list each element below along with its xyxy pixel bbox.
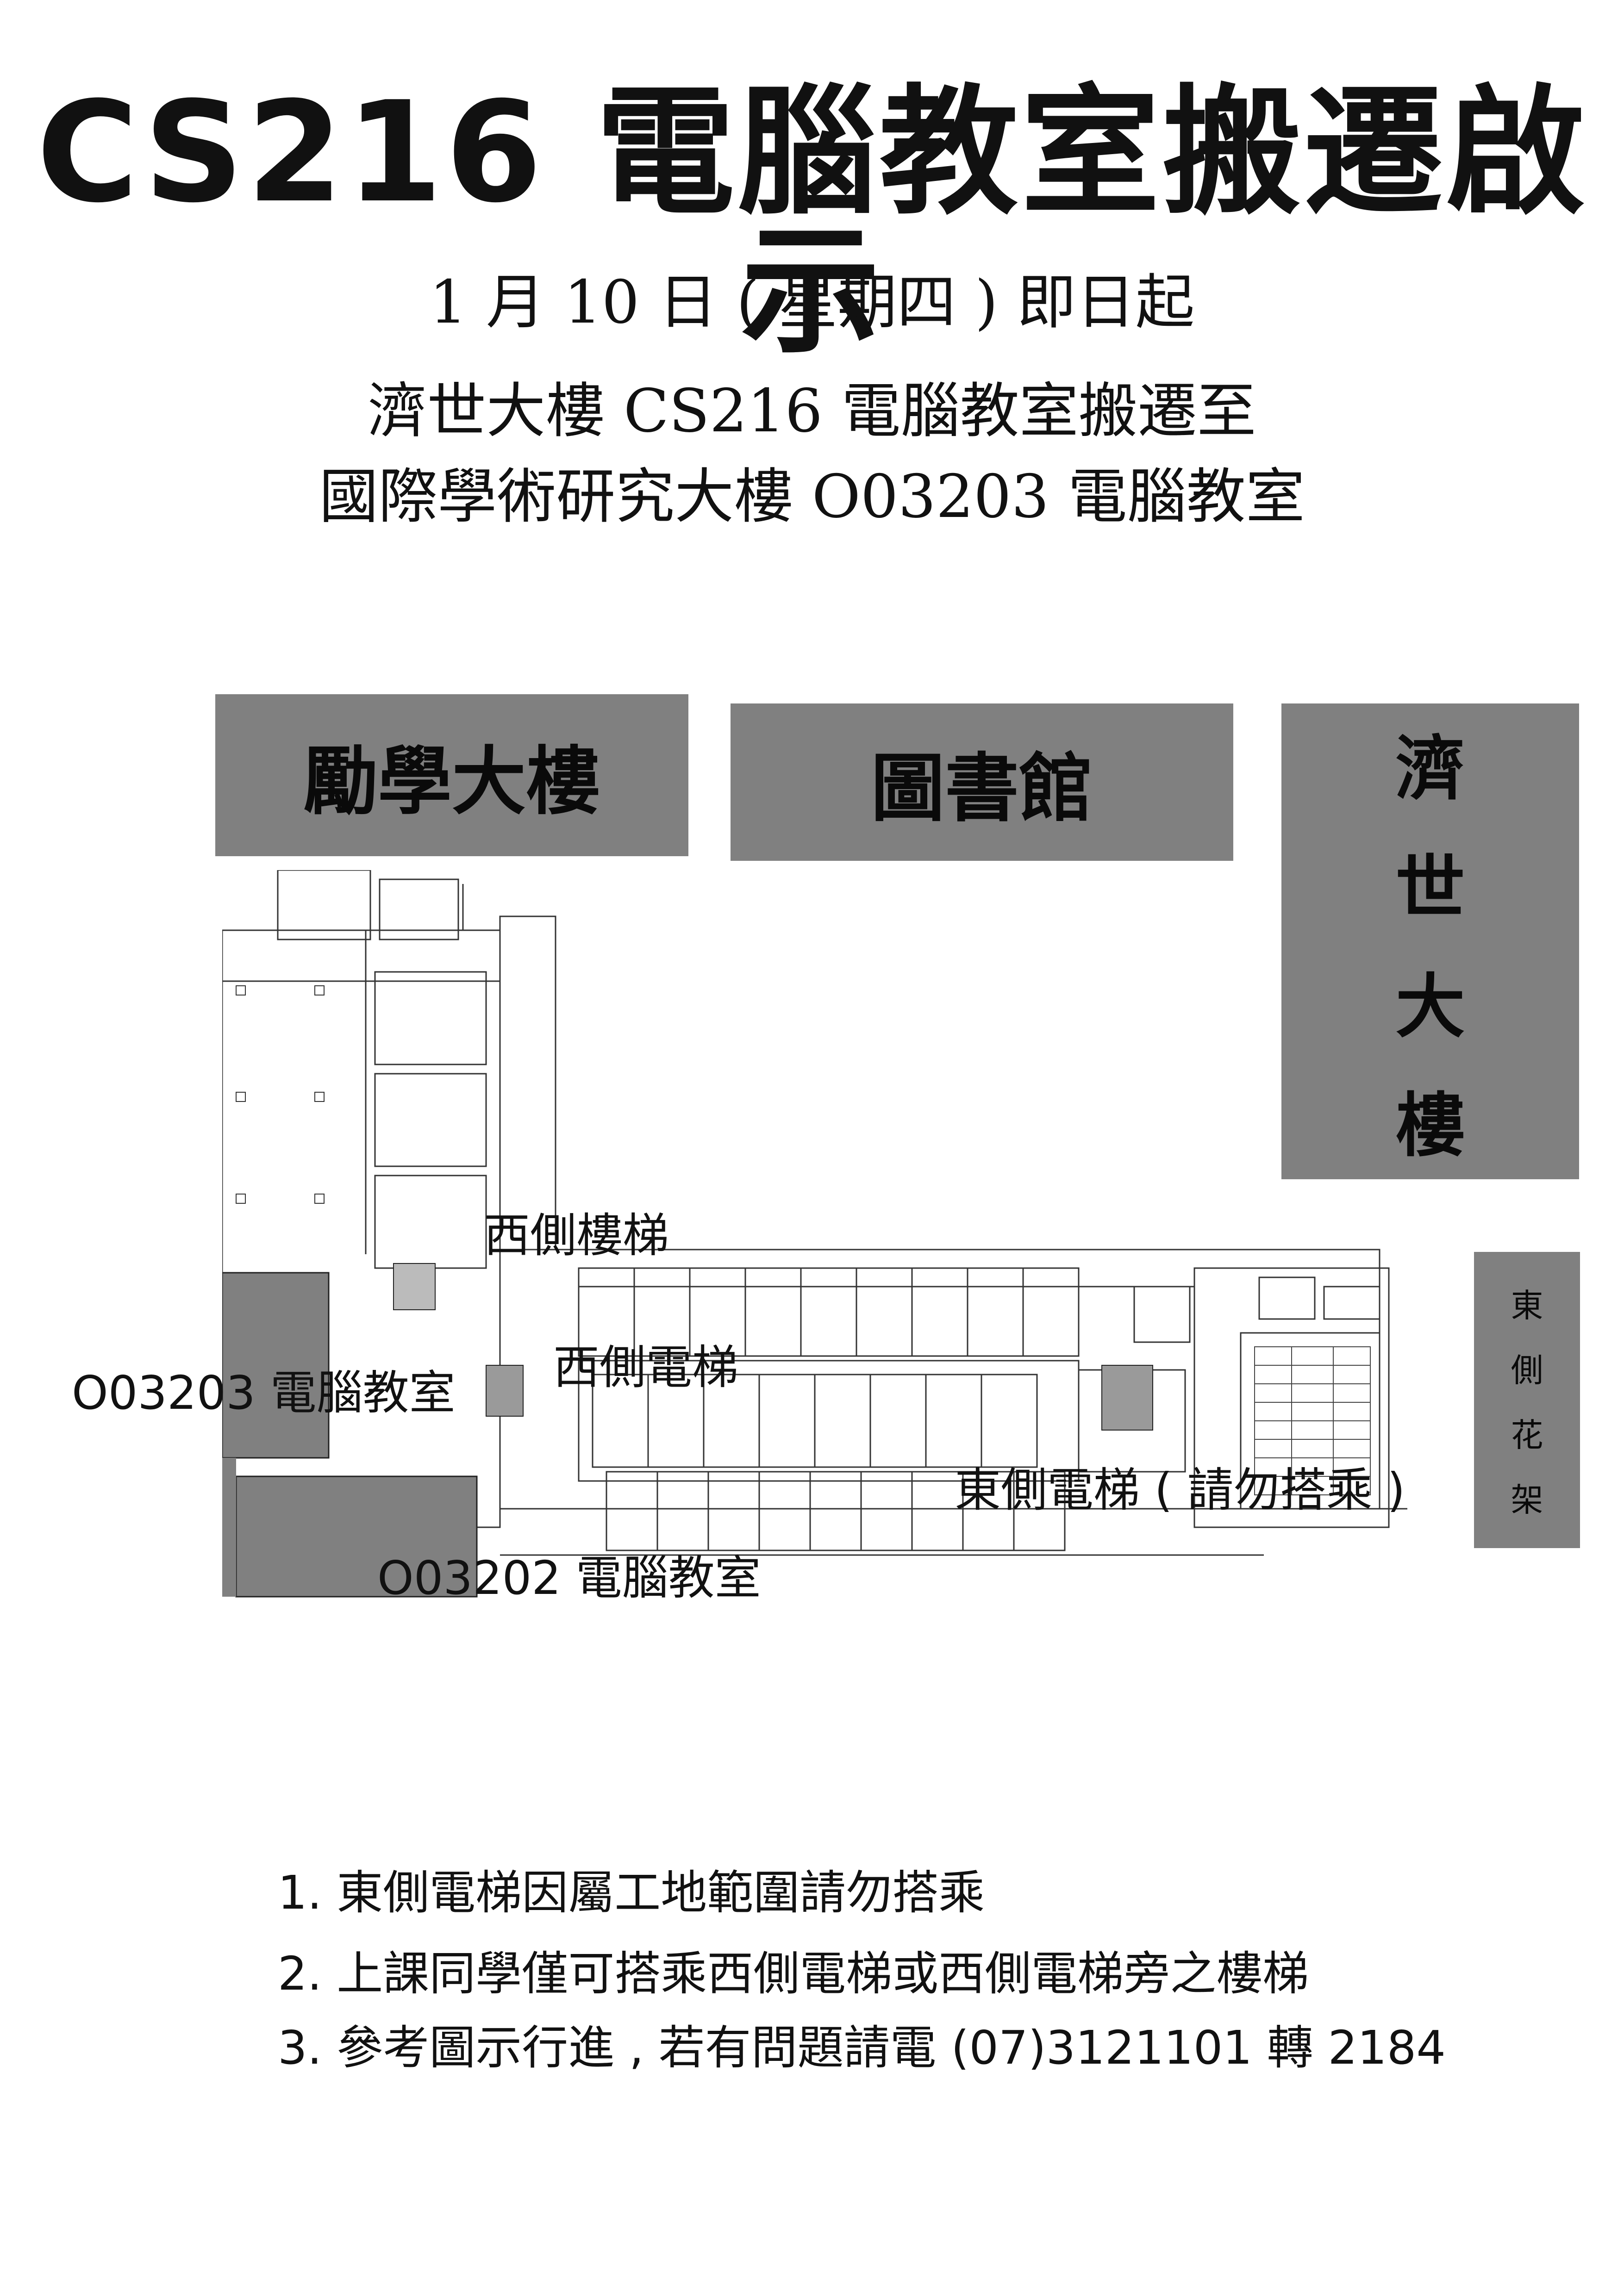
- building-lixue-label: 勵學大樓: [303, 738, 600, 825]
- room-o03203-label: O03203 電腦教室: [72, 1366, 456, 1420]
- west-stairs-shade: [393, 1263, 436, 1310]
- top-room: [379, 878, 459, 940]
- floor-plan: [222, 870, 1407, 1598]
- building-jishi-char: 大: [1395, 967, 1465, 1047]
- east-flower-char: 側: [1511, 1351, 1543, 1389]
- building-library: 圖書館: [731, 703, 1233, 861]
- move-notice-line-2: 國際學術研究大樓 O03203 電腦教室: [319, 462, 1305, 531]
- building-library-label: 圖書館: [870, 745, 1093, 832]
- east-flower-char: 東: [1511, 1286, 1543, 1325]
- east-lecture-hall: [1240, 1332, 1380, 1510]
- east-hall-outline: [1193, 1267, 1390, 1528]
- room-o03202-label: O03202 電腦教室: [377, 1551, 761, 1605]
- west-stairs-label: 西側樓梯: [484, 1208, 669, 1263]
- room-o03202-shade-edge: [222, 1458, 236, 1597]
- west-corridor: [499, 915, 556, 1251]
- room-o03202-shade: [235, 1475, 478, 1598]
- page-title: CS216 電腦教室搬遷啟示: [36, 72, 1588, 372]
- east-flower-rack: 東 側 花 架: [1474, 1252, 1580, 1548]
- building-jishi-char: 世: [1395, 848, 1465, 928]
- west-elevator-shade: [486, 1365, 524, 1417]
- lecture-seats: [1254, 1346, 1371, 1495]
- date-line: 1 月 10 日 ( 星期四 ) 即日起: [429, 268, 1195, 337]
- bottom-room-row: [606, 1471, 1066, 1551]
- move-notice-line-1: 濟世大樓 CS216 電腦教室搬遷至: [368, 377, 1256, 446]
- note-item: 1. 東側電梯因屬工地範圍請勿搭乘: [278, 1866, 985, 1920]
- top-stair-core: [277, 870, 371, 940]
- east-elevator-label: 東側電梯 ( 請勿搭乘 ): [955, 1463, 1405, 1517]
- building-jishi-char: 樓: [1395, 1086, 1465, 1166]
- room-o03203-shade: [222, 1272, 330, 1459]
- east-flower-char: 花: [1511, 1416, 1543, 1454]
- building-jishi-char: 濟: [1395, 729, 1465, 809]
- building-lixue: 勵學大樓: [215, 694, 688, 856]
- west-elevator-label: 西側電梯: [553, 1340, 738, 1394]
- east-elevator-shade: [1101, 1365, 1153, 1431]
- top-room-row: [578, 1267, 1080, 1357]
- east-flower-char: 架: [1511, 1481, 1543, 1519]
- note-item: 2. 上課同學僅可搭乘西側電梯或西側電梯旁之樓梯: [278, 1947, 1309, 2001]
- building-jishi: 濟 世 大 樓: [1281, 703, 1579, 1179]
- pillars: [236, 985, 325, 1204]
- note-item: 3. 參考圖示行進 , 若有問題請電 (07)3121101 轉 2184: [278, 2021, 1446, 2075]
